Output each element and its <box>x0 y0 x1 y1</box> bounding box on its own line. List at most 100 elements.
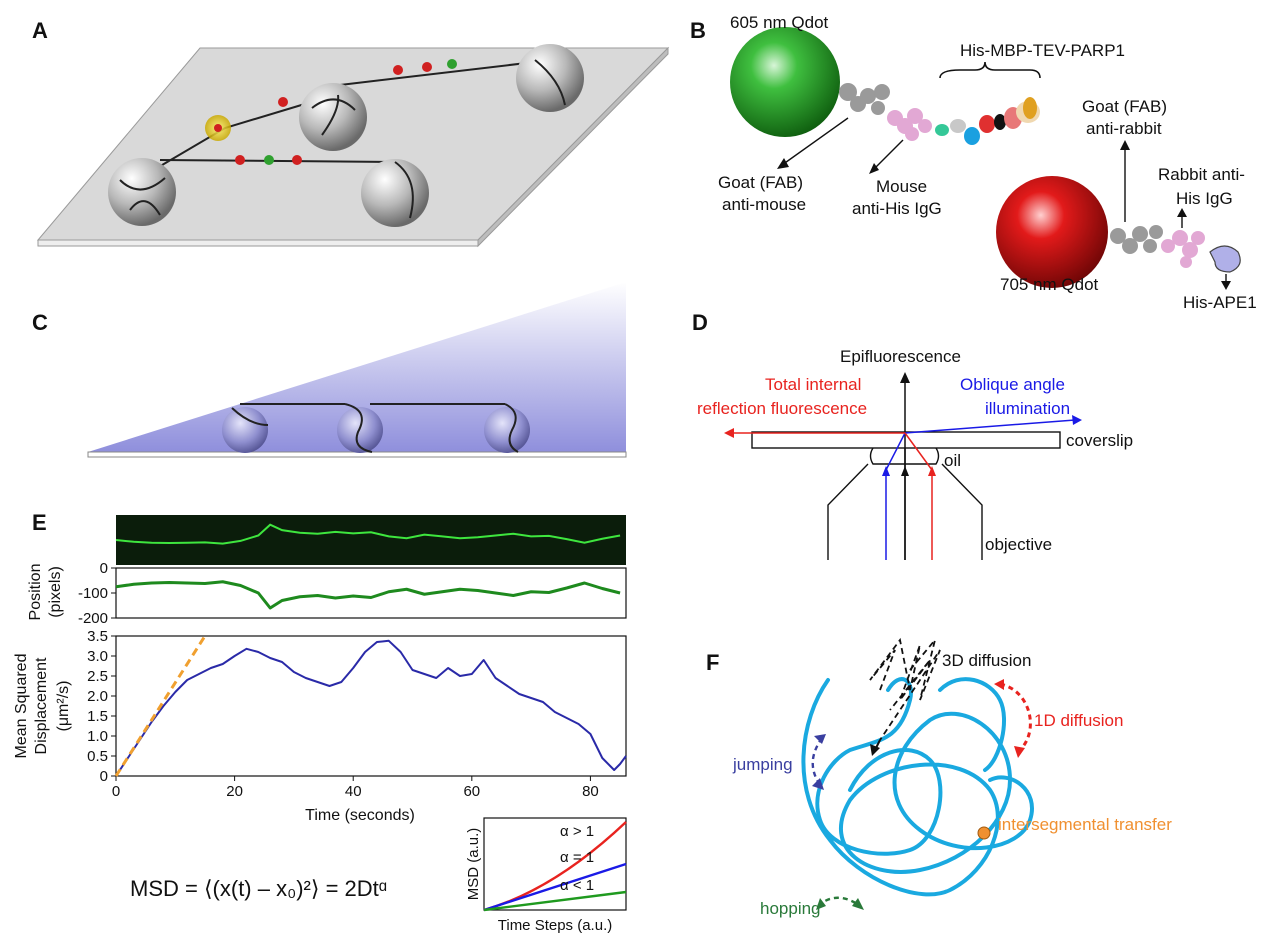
mouse-anti-his-line1: Mouse <box>876 177 927 196</box>
panel-label: C <box>32 310 48 335</box>
3d-diffusion-label: 3D diffusion <box>942 651 1031 670</box>
arrow-head <box>852 898 864 910</box>
jumping-path <box>811 737 823 786</box>
y-tick-label: 2.5 <box>87 668 108 685</box>
bead-dna-wrap <box>231 407 269 426</box>
panel-label: A <box>32 18 48 43</box>
qdot-green <box>264 155 274 165</box>
slide-edge <box>37 239 479 247</box>
kymograph <box>116 515 626 565</box>
antibody-gray-cluster <box>1110 225 1163 254</box>
antibody-pink-cluster <box>1161 230 1205 268</box>
qdot-red <box>292 155 302 165</box>
goat-anti-rabbit-line1: Goat (FAB) <box>1082 97 1167 116</box>
ape1-protein <box>1209 245 1241 273</box>
qdot-605-sphere <box>730 27 840 137</box>
construct-2-label: His-APE1 <box>1183 293 1257 312</box>
oblique-label-line2: illumination <box>985 399 1070 418</box>
msd-ylabel-line1: Mean Squared <box>13 654 30 759</box>
y-tick-label: 0 <box>100 560 108 577</box>
y-tick-label: 3.0 <box>87 648 108 665</box>
bead-dna-wrap <box>119 177 166 216</box>
arrow <box>781 117 849 166</box>
goat-anti-mouse-line1: Goat (FAB) <box>718 173 803 192</box>
position-ylabel-line1: Position <box>27 564 44 621</box>
y-tick-label: 0.5 <box>87 748 108 765</box>
tirf-label-line2: reflection fluorescence <box>697 399 867 418</box>
msd-series <box>114 635 627 777</box>
arrow-head <box>882 466 890 476</box>
msd-fit-line <box>114 635 207 777</box>
arrow-head <box>812 778 824 790</box>
alpha-inset-series: α > 1 α = 1 α < 1 <box>483 821 627 912</box>
y-tick-label: 3.5 <box>87 628 108 645</box>
alpha-inset-frame <box>483 817 627 911</box>
panel-c: C <box>32 282 627 458</box>
arrow-head <box>928 466 936 476</box>
rabbit-anti-his-line2: His IgG <box>1176 189 1233 208</box>
parp1-domains <box>935 97 1040 145</box>
position-line <box>115 580 621 610</box>
panel-label: B <box>690 18 706 43</box>
1d-diffusion-label: 1D diffusion <box>1034 711 1123 730</box>
hopping-label: hopping <box>760 899 821 918</box>
qdot-red <box>393 65 403 75</box>
position-series <box>115 580 621 610</box>
qdot-705-sphere <box>996 176 1108 288</box>
position-y-ticks: 0 -100 -200 <box>78 560 116 627</box>
inset-xlabel: Time Steps (a.u.) <box>498 917 612 934</box>
bead-sphere <box>484 407 530 453</box>
tirf-label-line1: Total internal <box>765 375 861 394</box>
msd-line <box>115 639 627 777</box>
3d-diffusion-path <box>869 637 941 741</box>
objective-label: objective <box>985 535 1052 554</box>
y-tick-label: 0 <box>100 768 108 785</box>
bead-dna-wrap <box>504 403 519 453</box>
construct-1-label: His-MBP-TEV-PARP1 <box>960 41 1125 60</box>
bead-dna-wrap <box>394 161 414 219</box>
panel-a: A <box>32 18 670 248</box>
rabbit-anti-his-line1: Rabbit anti- <box>1158 165 1245 184</box>
objective-body <box>827 463 983 560</box>
bead-sphere <box>516 44 584 112</box>
kymograph-trace <box>115 523 621 545</box>
arrow-head <box>1120 140 1130 150</box>
qdot-red <box>278 97 288 107</box>
arrow-head <box>777 158 789 169</box>
x-tick-label: 80 <box>582 783 599 800</box>
jumping-label: jumping <box>732 755 793 774</box>
panel-d: D Epifluorescence Total internal reflect… <box>692 310 1133 560</box>
alpha-label: α = 1 <box>560 849 594 866</box>
coverslip-label: coverslip <box>1066 431 1133 450</box>
panel-label: D <box>692 310 708 335</box>
qdot-705-label: 705 nm Qdot <box>1000 275 1099 294</box>
alpha-label: α > 1 <box>560 823 594 840</box>
y-tick-label: -100 <box>78 585 108 602</box>
construct-bracket <box>939 61 1041 79</box>
epi-label: Epifluorescence <box>840 347 961 366</box>
coverslip-rect <box>751 431 1061 449</box>
panel-label: E <box>32 510 47 535</box>
arrow-head <box>1072 415 1082 425</box>
y-tick-label: -200 <box>78 610 108 627</box>
panel-b: B 605 nm Qdot His-MBP-TEV-PARP1 Goat (FA… <box>690 13 1257 312</box>
panel-f: F 3D diffusion 1D diffusion jumping inte… <box>706 637 1172 918</box>
alpha-label: α < 1 <box>560 877 594 894</box>
illumination-wedge <box>88 282 626 452</box>
arrow-head <box>814 734 826 744</box>
bead-dna-wrap <box>344 403 373 453</box>
qdot-605-label: 605 nm Qdot <box>730 13 829 32</box>
qdot-red <box>235 155 245 165</box>
arrow-head <box>869 163 879 174</box>
arrow-head <box>1014 746 1025 758</box>
bead-dna-wrap <box>311 94 356 136</box>
tirf-beam <box>904 432 933 471</box>
arrow-head <box>994 679 1004 690</box>
bead-sphere <box>361 159 429 227</box>
intersegmental-point <box>977 826 991 840</box>
slide-side <box>477 46 669 248</box>
oblique-beam <box>885 432 906 471</box>
msd-formula: MSD = ⟨(x(t) – x₀)²⟩ = 2Dtᵅ <box>130 876 387 901</box>
oil-label: oil <box>944 451 961 470</box>
